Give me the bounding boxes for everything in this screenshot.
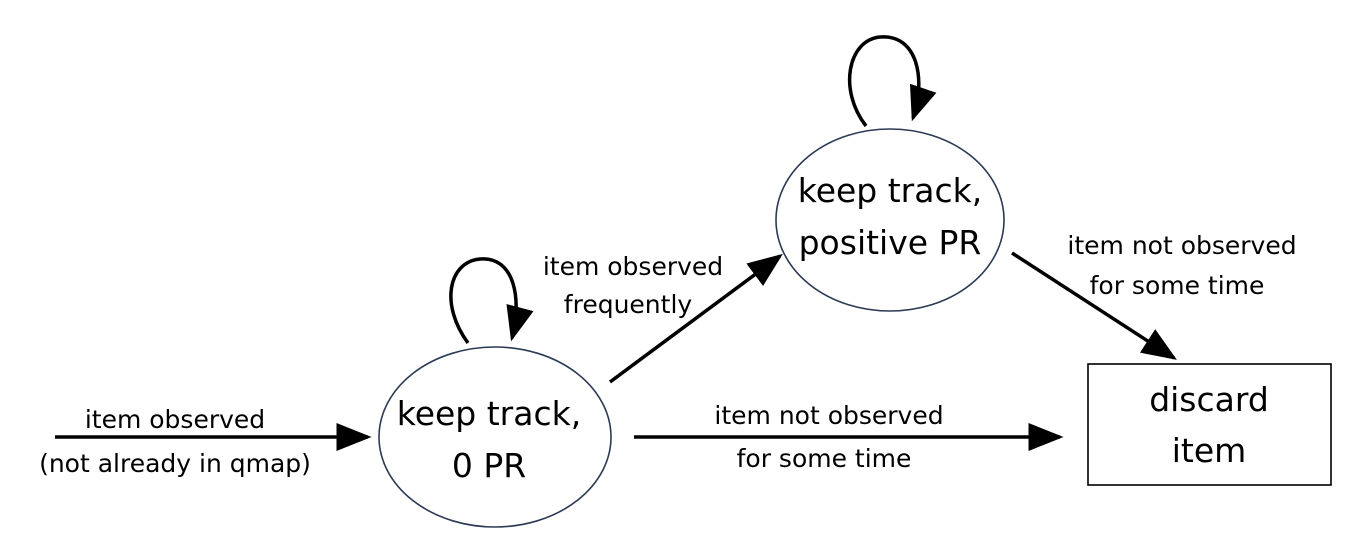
zero-to-discard-label-line2: for some time [737,444,912,473]
state-discard-item [1087,363,1332,486]
state-discard-label-line1: discard [1149,380,1269,419]
entry-label-line1: item observed [85,405,265,434]
arrow-zero-to-positive [608,253,783,384]
state-zero-pr-label-line2: 0 PR [452,446,526,485]
self-loop-zero-pr [449,257,534,345]
state-positive-pr [775,128,1005,312]
state-zero-pr-label-line1: keep track, [397,394,581,433]
state-zero-pr [378,346,612,528]
self-loop-positive-pr [847,35,937,128]
zero-to-discard-label-line1: item not observed [714,401,943,430]
entry-label-line2: (not already in qmap) [39,449,311,478]
positive-to-discard-label-line2: for some time [1090,271,1265,300]
zero-to-positive-label-line2: frequently [564,290,693,319]
arrow-positive-to-discard [1011,251,1177,360]
zero-to-positive-label-line1: item observed [543,252,723,281]
state-positive-pr-label-line2: positive PR [799,223,982,262]
state-positive-pr-label-line1: keep track, [798,171,982,210]
positive-to-discard-label-line1: item not observed [1067,231,1296,260]
state-discard-label-line2: item [1172,431,1247,470]
